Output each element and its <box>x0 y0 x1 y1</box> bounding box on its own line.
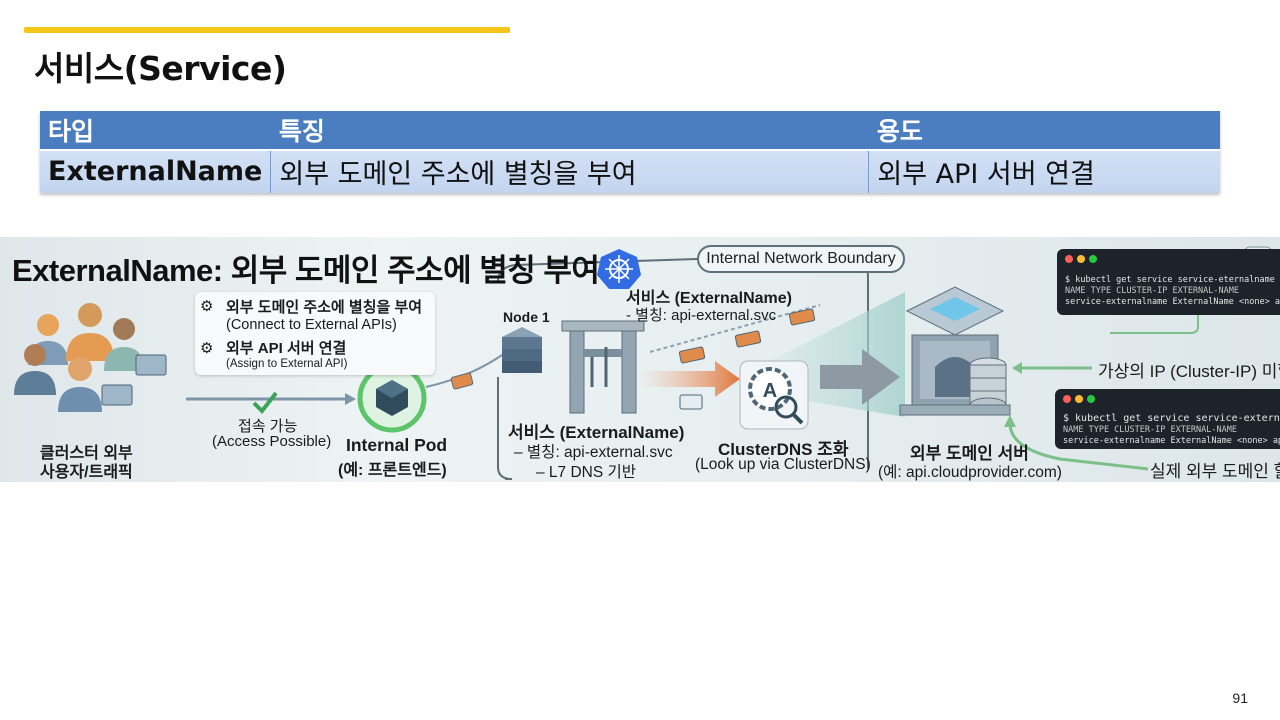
terminal-top-headers: NAME TYPE CLUSTER-IP EXTERNAL-NAME <box>1065 286 1239 296</box>
gear-icon: ⚙ <box>200 298 214 315</box>
pod-label: Internal Pod <box>346 435 448 455</box>
node-label: Node 1 <box>503 309 550 325</box>
internal-pod-icon <box>357 363 427 433</box>
terminal-window-top: $ kubectl get service service-eternalnam… <box>1057 249 1280 315</box>
boundary-line-left <box>497 258 698 283</box>
real-domain-arrow <box>1008 422 1149 471</box>
cluster-dns-label: ClusterDNS 조화 <box>718 440 849 459</box>
api-icon: ⚙ <box>200 340 214 357</box>
packet-icon-2 <box>679 394 703 410</box>
cluster-ip-label: 가상의 IP (Cluster-IP) 미할당 <box>1098 362 1280 381</box>
service-top-title: 서비스 (ExternalName) <box>626 290 792 307</box>
service-top-alias: - 별칭: api-external.svc <box>626 307 777 324</box>
minimize-dot-icon <box>1075 395 1083 403</box>
packet-icon <box>450 372 474 390</box>
access-label: 접속 가능 <box>238 418 298 435</box>
table-header-row: 타입 특징 용도 <box>40 111 1220 151</box>
minimize-dot-icon <box>1077 255 1085 263</box>
service-bottom-alias: – 별칭: api-external.svc <box>514 444 673 461</box>
diagram-title: ExternalName: 외부 도메인 주소에 별칭 부여 <box>12 253 600 288</box>
maximize-dot-icon <box>1087 395 1095 403</box>
externalname-diagram: A <box>0 237 1280 482</box>
title-accent-bar <box>24 27 510 33</box>
close-dot-icon <box>1063 395 1071 403</box>
internal-network-boundary-label: Internal Network Boundary <box>697 245 905 273</box>
users-label-1: 클러스터 외부 <box>40 445 133 462</box>
service-type-table: 타입 특징 용도 ExternalName 외부 도메인 주소에 별칭을 부여 … <box>40 111 1220 193</box>
feature-line-1: 외부 도메인 주소에 별칭을 부여 <box>226 299 423 316</box>
feature-line-2-en: (Assign to External API) <box>226 358 348 370</box>
terminal-window-bottom: $ kubectl get service service-externalna… <box>1055 389 1280 449</box>
page-number: 91 <box>1232 690 1248 706</box>
check-icon <box>252 391 278 415</box>
users-label-2: 사용자/트래픽 <box>40 464 133 481</box>
external-server-icon <box>899 286 1011 416</box>
terminal-bottom-row: service-externalname ExternalName <none>… <box>1063 436 1280 446</box>
external-server-sub-label: (예: api.cloudprovider.com) <box>878 464 1062 481</box>
external-server-label: 외부 도메인 서버 <box>910 444 1029 463</box>
cluster-dns-icon: A <box>739 360 809 430</box>
close-dot-icon <box>1065 255 1073 263</box>
table-header-feature: 특징 <box>270 111 869 151</box>
table-header-type: 타입 <box>40 111 271 151</box>
terminal-top-command: $ kubectl get service service-eternalnam… <box>1065 275 1275 285</box>
pod-sub-label: (예: 프론트엔드) <box>338 462 447 479</box>
lookup-arrow <box>640 361 740 397</box>
table-cell-feature: 외부 도메인 주소에 별칭을 부여 <box>270 149 870 193</box>
service-gate-icon <box>561 320 645 414</box>
kubernetes-logo <box>597 249 641 289</box>
feature-line-1-en: (Connect to External APIs) <box>226 317 397 333</box>
table-cell-usage: 외부 API 서버 연결 <box>868 149 1220 193</box>
slide-title: 서비스(Service) <box>34 49 287 88</box>
access-label-en: (Access Possible) <box>212 433 332 450</box>
terminal-bottom-headers: NAME TYPE CLUSTER-IP EXTERNAL-NAME <box>1063 425 1237 435</box>
feature-line-2: 외부 API 서버 연결 <box>226 340 347 357</box>
table-row: ExternalName 외부 도메인 주소에 별칭을 부여 외부 API 서버… <box>40 149 1220 193</box>
terminal-top-row: service-externalname ExternalName <none>… <box>1065 297 1280 307</box>
boundary-line-bottom <box>497 377 513 480</box>
maximize-dot-icon <box>1089 255 1097 263</box>
service-bottom-l7: – L7 DNS 기반 <box>536 464 637 481</box>
cluster-dns-sub-label: (Look up via ClusterDNS) <box>695 456 871 473</box>
node-server-icon <box>502 327 542 373</box>
feature-callout <box>195 292 435 375</box>
users-icon <box>14 303 167 412</box>
table-cell-type: ExternalName <box>40 149 272 193</box>
real-domain-label: 실제 외부 도메인 할당 <box>1150 462 1280 481</box>
svg-text:A: A <box>763 380 777 402</box>
service-bottom-title: 서비스 (ExternalName) <box>508 423 685 442</box>
terminal-bottom-command: $ kubectl get service service-externalna… <box>1063 413 1280 424</box>
service-to-external-arrow <box>649 304 821 353</box>
to-server-arrow <box>820 349 900 405</box>
table-header-usage: 용도 <box>868 111 1220 151</box>
